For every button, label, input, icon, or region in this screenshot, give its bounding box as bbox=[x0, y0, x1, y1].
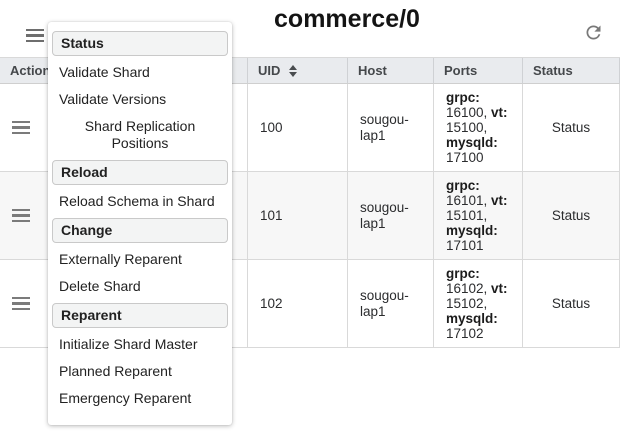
menu-item-initialize-shard-master[interactable]: Initialize Shard Master bbox=[59, 336, 198, 352]
column-label: Ports bbox=[444, 63, 478, 78]
hamburger-icon bbox=[12, 121, 30, 124]
menu-item-reload-schema-in-shard[interactable]: Reload Schema in Shard bbox=[59, 193, 215, 209]
row-actions-menu-button[interactable] bbox=[12, 121, 30, 134]
column-label: Actions bbox=[10, 63, 58, 78]
column-header-uid[interactable]: UID bbox=[248, 58, 348, 84]
refresh-button[interactable] bbox=[582, 22, 604, 44]
status-link[interactable]: Status bbox=[551, 296, 591, 311]
menu-section-header-reload: Reload bbox=[52, 160, 228, 185]
status-cell: Status bbox=[523, 84, 620, 172]
row-actions-menu-button[interactable] bbox=[12, 297, 30, 310]
uid-cell: 101 bbox=[248, 172, 348, 260]
menu-section-header-reparent: Reparent bbox=[52, 303, 228, 328]
hamburger-icon bbox=[12, 302, 30, 305]
hamburger-icon bbox=[12, 131, 30, 134]
menu-section-header-change: Change bbox=[52, 218, 228, 243]
menu-item-shard-replication-positions[interactable]: Shard Replication Positions bbox=[84, 118, 196, 151]
page-title: commerce/0 bbox=[274, 5, 420, 33]
shard-actions-menu-button[interactable] bbox=[26, 29, 44, 42]
hamburger-icon bbox=[12, 297, 30, 300]
row-actions-menu-button[interactable] bbox=[12, 209, 30, 222]
menu-item-delete-shard[interactable]: Delete Shard bbox=[59, 278, 141, 294]
ports-cell: grpc: 16100, vt: 15100, mysqld: 17100 bbox=[434, 84, 523, 172]
uid-cell: 100 bbox=[248, 84, 348, 172]
uid-cell: 102 bbox=[248, 260, 348, 348]
column-label: UID bbox=[258, 63, 281, 78]
menu-item-validate-versions[interactable]: Validate Versions bbox=[59, 91, 167, 107]
menu-item-externally-reparent[interactable]: Externally Reparent bbox=[59, 251, 182, 267]
hamburger-icon bbox=[26, 29, 44, 32]
host-cell: sougou-lap1 bbox=[348, 172, 434, 260]
hamburger-icon bbox=[12, 219, 30, 222]
hamburger-icon bbox=[12, 307, 30, 310]
status-cell: Status bbox=[523, 260, 620, 348]
column-label: Host bbox=[358, 63, 387, 78]
refresh-icon bbox=[586, 25, 600, 40]
status-link[interactable]: Status bbox=[551, 120, 591, 135]
menu-item-emergency-reparent[interactable]: Emergency Reparent bbox=[59, 390, 192, 406]
status-link[interactable]: Status bbox=[551, 208, 591, 223]
menu-section-header-status: Status bbox=[52, 31, 228, 56]
column-label: Status bbox=[533, 63, 573, 78]
column-header-status: Status bbox=[523, 58, 620, 84]
column-header-host: Host bbox=[348, 58, 434, 84]
sort-icon[interactable] bbox=[289, 64, 298, 77]
menu-item-validate-shard[interactable]: Validate Shard bbox=[59, 64, 150, 80]
status-cell: Status bbox=[523, 172, 620, 260]
host-cell: sougou-lap1 bbox=[348, 84, 434, 172]
hamburger-icon bbox=[12, 214, 30, 217]
column-header-ports: Ports bbox=[434, 58, 523, 84]
hamburger-icon bbox=[12, 209, 30, 212]
hamburger-icon bbox=[12, 126, 30, 129]
menu-item-planned-reparent[interactable]: Planned Reparent bbox=[59, 363, 172, 379]
hamburger-icon bbox=[26, 34, 44, 37]
ports-cell: grpc: 16101, vt: 15101, mysqld: 17101 bbox=[434, 172, 523, 260]
host-cell: sougou-lap1 bbox=[348, 260, 434, 348]
hamburger-icon bbox=[26, 39, 44, 42]
ports-cell: grpc: 16102, vt: 15102, mysqld: 17102 bbox=[434, 260, 523, 348]
